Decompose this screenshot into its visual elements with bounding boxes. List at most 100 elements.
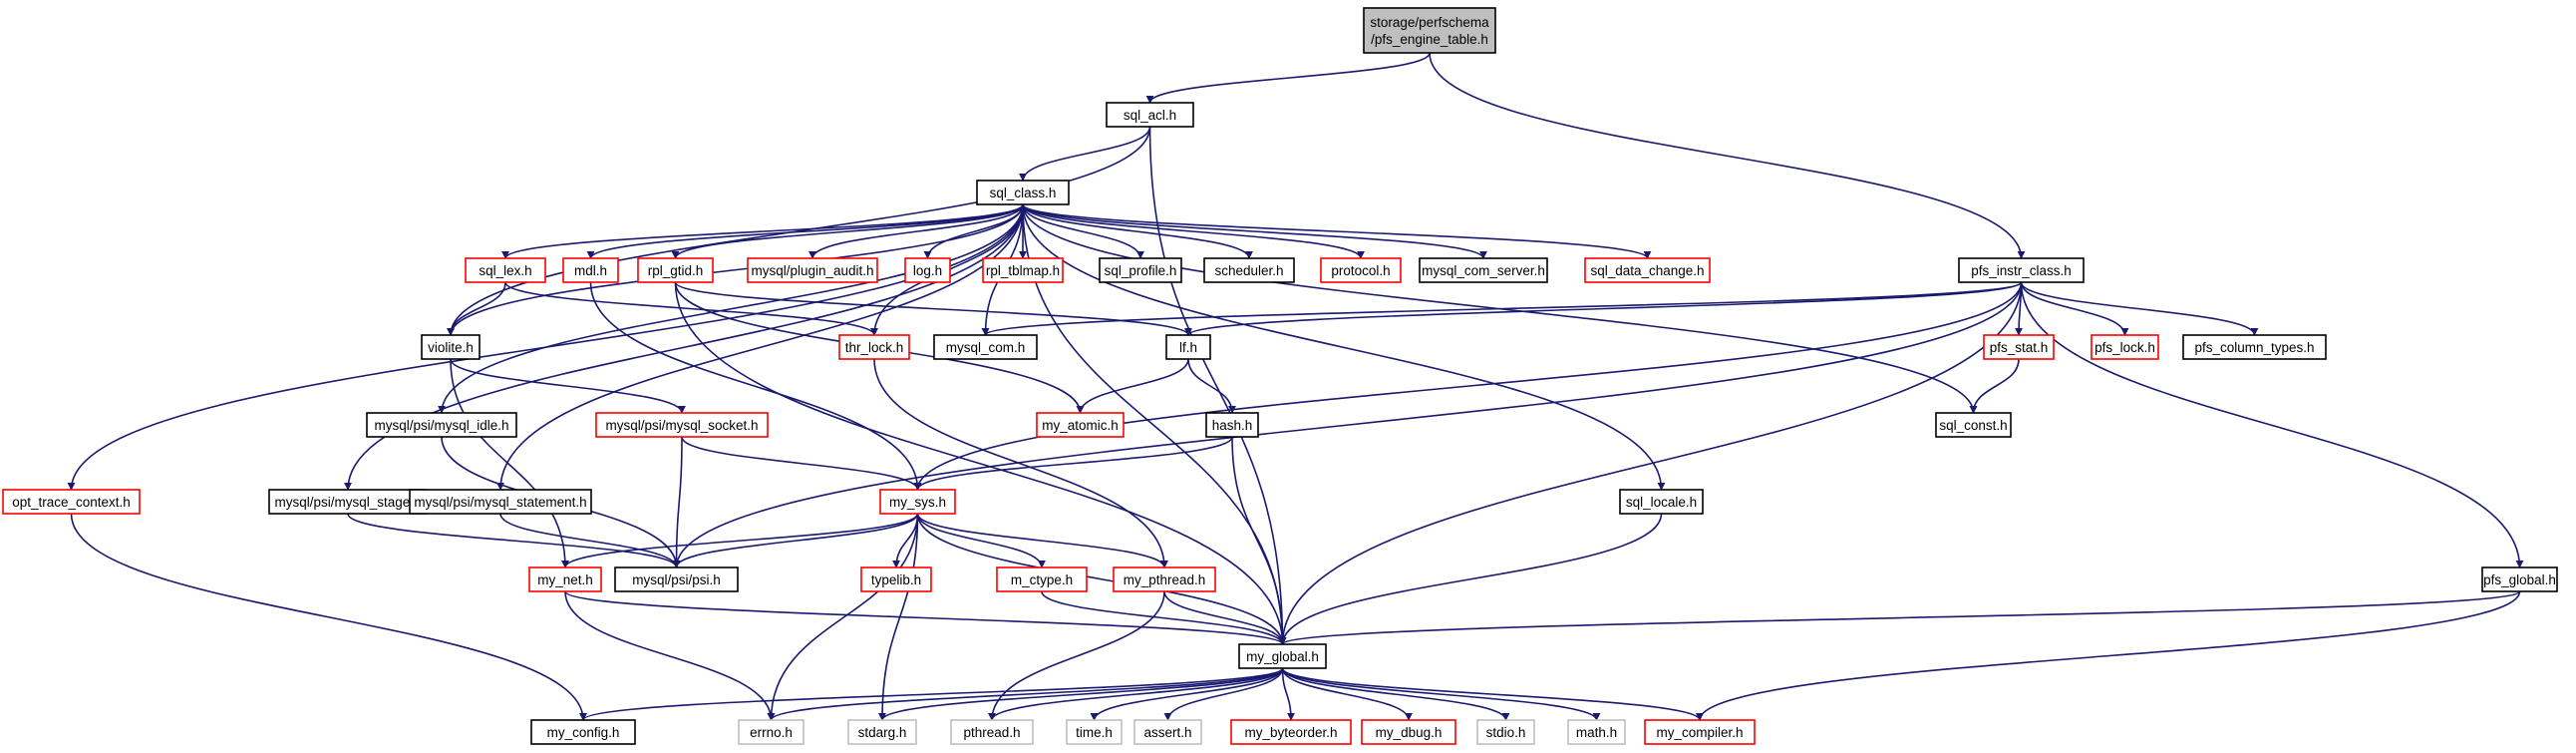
node-box	[595, 412, 769, 438]
node-label: pthread.h	[963, 725, 1020, 740]
node-my-atomic[interactable]: my_atomic.h	[1036, 412, 1125, 438]
node-my-net[interactable]: my_net.h	[528, 566, 602, 592]
node-label: assert.h	[1143, 725, 1191, 740]
edge-hash-to-my_global	[1231, 436, 1287, 645]
node-label: mysql/psi/mysql_statement.h	[414, 495, 586, 510]
node-psi-mysql-idle[interactable]: mysql/psi/mysql_idle.h	[366, 412, 517, 438]
edge-sql_class-to-mysql_com_server	[1022, 203, 1487, 259]
edge-my_global-to-my_dbug	[1281, 667, 1413, 721]
node-my-sys[interactable]: my_sys.h	[879, 489, 956, 515]
node-box	[996, 566, 1088, 592]
node-time[interactable]: time.h	[1066, 719, 1123, 745]
node-assert[interactable]: assert.h	[1133, 719, 1202, 745]
node-stdarg[interactable]: stdarg.h	[847, 719, 917, 745]
node-my-byteorder[interactable]: my_byteorder.h	[1230, 719, 1352, 745]
node-label: sql_data_change.h	[1590, 263, 1704, 278]
edge-opt_trace_context-to-my_config	[70, 513, 587, 721]
edge-sql_acl-to-my_global	[1148, 126, 1287, 645]
edge-my_net-to-my_global	[564, 590, 1287, 645]
node-plugin-audit[interactable]: mysql/plugin_audit.h	[747, 257, 878, 283]
node-label: my_sys.h	[889, 495, 946, 510]
node-label: /pfs_engine_table.h	[1371, 32, 1488, 47]
node-stdio[interactable]: stdio.h	[1476, 719, 1535, 745]
node-log[interactable]: log.h	[904, 257, 951, 283]
node-sql-lex[interactable]: sql_lex.h	[465, 257, 546, 283]
node-my-global[interactable]: my_global.h	[1238, 643, 1327, 669]
node-box	[1066, 719, 1123, 745]
node-thr-lock[interactable]: thr_lock.h	[838, 334, 910, 360]
node-label: time.h	[1076, 725, 1113, 740]
node-errno[interactable]: errno.h	[738, 719, 805, 745]
node-label: lf.h	[1179, 340, 1197, 355]
node-label: sql_const.h	[1939, 418, 2007, 433]
edge-sql_class-to-sql_lex	[501, 203, 1024, 259]
edge-my_net-to-errno	[564, 590, 776, 721]
edge-rpl_gtid-to-lf	[674, 281, 1192, 336]
edge-pfs_instr_class-to-lf	[1184, 281, 2023, 336]
node-violite[interactable]: violite.h	[421, 334, 481, 360]
node-box	[1165, 334, 1211, 360]
node-pfs-stat[interactable]: pfs_stat.h	[1983, 334, 2055, 360]
node-math[interactable]: math.h	[1567, 719, 1626, 745]
node-box	[1238, 643, 1327, 669]
node-my-config[interactable]: my_config.h	[530, 719, 636, 745]
node-sql-const[interactable]: sql_const.h	[1935, 412, 2012, 438]
node-label: pfs_instr_class.h	[1971, 263, 2072, 278]
node-rpl-gtid[interactable]: rpl_gtid.h	[637, 257, 714, 283]
node-scheduler[interactable]: scheduler.h	[1203, 257, 1295, 283]
node-box	[421, 334, 481, 360]
node-label: sql_lex.h	[479, 263, 531, 278]
node-pfs-lock[interactable]: pfs_lock.h	[2091, 334, 2159, 360]
node-pfs-instr-class[interactable]: pfs_instr_class.h	[1958, 257, 2085, 283]
node-pfs-column-types[interactable]: pfs_column_types.h	[2182, 334, 2327, 360]
node-m-ctype[interactable]: m_ctype.h	[996, 566, 1088, 592]
node-psi-psi[interactable]: mysql/psi/psi.h	[614, 566, 739, 592]
node-opt-trace-context[interactable]: opt_trace_context.h	[2, 489, 141, 515]
node-psi-mysql-socket[interactable]: mysql/psi/mysql_socket.h	[595, 412, 769, 438]
node-psi-mysql-statement[interactable]: mysql/psi/mysql_statement.h	[409, 489, 592, 515]
edge-sql_class-to-sql_profile	[1022, 203, 1144, 259]
node-pfs-global[interactable]: pfs_global.h	[2481, 566, 2558, 592]
edge-pfs_instr_class-to-pfs_lock	[2020, 281, 2129, 336]
node-mysql-com-server[interactable]: mysql_com_server.h	[1419, 257, 1548, 283]
node-psi-mysql-stage[interactable]: mysql/psi/mysql_stage.h	[268, 489, 428, 515]
node-protocol[interactable]: protocol.h	[1320, 257, 1402, 283]
edge-pfs_global-to-my_global	[1278, 590, 2521, 645]
node-label: my_pthread.h	[1124, 572, 1206, 587]
node-box	[1036, 412, 1125, 438]
edge-sql_class-to-mdl	[586, 203, 1024, 259]
node-box	[976, 180, 1070, 205]
node-mdl[interactable]: mdl.h	[562, 257, 619, 283]
node-box	[1106, 102, 1194, 128]
node-hash[interactable]: hash.h	[1205, 412, 1259, 438]
node-label: stdarg.h	[858, 725, 907, 740]
node-sql-locale[interactable]: sql_locale.h	[1619, 489, 1704, 515]
node-label: protocol.h	[1331, 263, 1390, 278]
node-sql-class[interactable]: sql_class.h	[976, 180, 1070, 205]
node-box	[738, 719, 805, 745]
node-rpl-tblmap[interactable]: rpl_tblmap.h	[982, 257, 1064, 283]
node-box	[838, 334, 910, 360]
node-label: opt_trace_context.h	[12, 495, 131, 510]
node-box	[747, 257, 878, 283]
edge-sql_acl-to-violite	[447, 126, 1151, 336]
node-box	[1958, 257, 2085, 283]
node-my-compiler[interactable]: my_compiler.h	[1644, 719, 1756, 745]
node-lf[interactable]: lf.h	[1165, 334, 1211, 360]
node-my-pthread[interactable]: my_pthread.h	[1113, 566, 1216, 592]
node-pthread[interactable]: pthread.h	[950, 719, 1034, 745]
edge-hash-to-my_sys	[913, 436, 1233, 491]
node-sql-profile[interactable]: sql_profile.h	[1099, 257, 1182, 283]
node-sql-acl[interactable]: sql_acl.h	[1106, 102, 1194, 128]
node-my-dbug[interactable]: my_dbug.h	[1361, 719, 1456, 745]
node-label: m_ctype.h	[1011, 572, 1073, 587]
node-box	[1099, 257, 1182, 283]
edge-root-to-pfs_instr_class	[1429, 52, 2026, 259]
node-sql-data-change[interactable]: sql_data_change.h	[1584, 257, 1711, 283]
edge-my_global-to-my_config	[579, 667, 1284, 721]
node-label: rpl_tblmap.h	[986, 263, 1060, 278]
node-typelib[interactable]: typelib.h	[860, 566, 932, 592]
edge-m_ctype-to-my_global	[1041, 590, 1287, 645]
node-mysql-com[interactable]: mysql_com.h	[933, 334, 1038, 360]
node-box	[1644, 719, 1756, 745]
